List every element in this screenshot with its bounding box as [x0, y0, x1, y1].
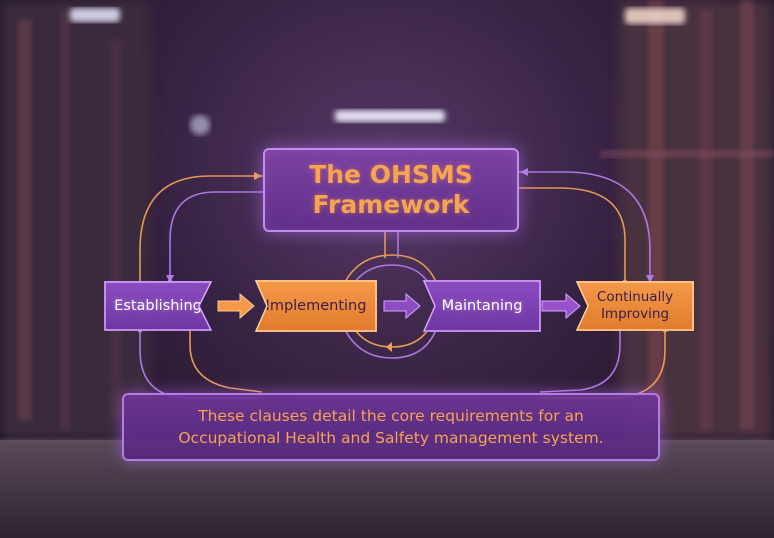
arrowhead-title-right — [520, 168, 528, 176]
step-implementing: Implementing — [255, 280, 377, 332]
connector-right-inner — [519, 187, 626, 282]
title-line-2: Framework — [312, 190, 470, 219]
arrowhead-step-right — [646, 275, 654, 283]
step-maintaining: Maintaning — [423, 280, 541, 332]
connector-left-bottom-inner — [189, 330, 263, 393]
step-label-line-2: Improving — [600, 306, 670, 322]
connector-center-loop-inner — [354, 264, 429, 283]
connector-center-loop-bottom — [344, 329, 437, 359]
arrowhead-center — [386, 342, 392, 352]
step-establishing: Establishing — [104, 281, 212, 331]
connector-right-outer — [519, 171, 651, 282]
connector-right-bottom-inner — [539, 330, 621, 393]
connector-left-inner — [169, 191, 263, 282]
connector-center-loop — [344, 254, 437, 283]
arrowhead-title-left — [254, 172, 262, 180]
description-line-2: Occupational Health and Salfety manageme… — [178, 429, 604, 447]
description-line-1: These clauses detail the core requiremen… — [198, 407, 584, 425]
step-label: Establishing — [114, 298, 202, 314]
step-label: Implementing — [265, 298, 367, 314]
step-continually-improving: Continually Improving — [576, 281, 694, 331]
arrowhead-step-left — [166, 275, 174, 283]
connector-right-bottom-outer — [540, 330, 666, 399]
connector-left-bottom-outer — [139, 330, 262, 399]
framework-title-box: The OHSMS Framework — [263, 148, 519, 232]
connector-left-outer — [139, 175, 263, 282]
step-label: Maintaning — [441, 298, 523, 314]
description-box: These clauses detail the core requiremen… — [122, 393, 660, 461]
title-line-1: The OHSMS — [309, 160, 473, 189]
step-label-line-1: Continually — [596, 289, 674, 305]
